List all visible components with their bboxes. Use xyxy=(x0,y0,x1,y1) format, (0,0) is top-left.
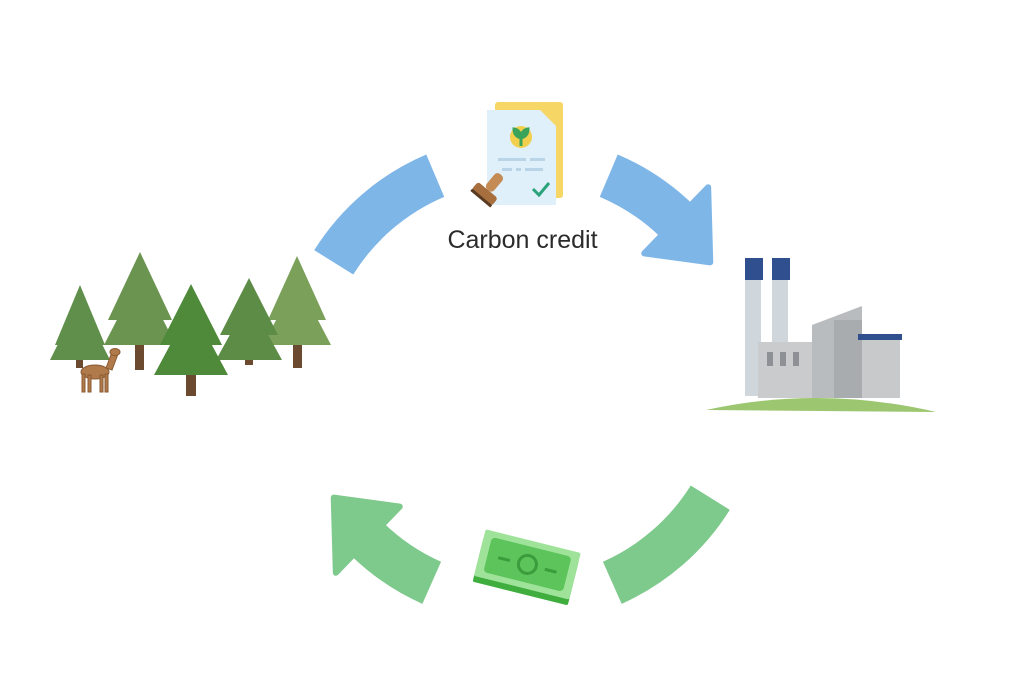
blue-flow-arc-left xyxy=(314,154,445,275)
green-flow-arc-left xyxy=(351,522,442,604)
green-flow-arc-right xyxy=(602,485,730,604)
money-stack-icon xyxy=(473,529,581,605)
carbon-credit-label: Carbon credit xyxy=(447,226,598,254)
blue-flow-arc-right xyxy=(599,154,693,238)
green-arrowhead xyxy=(330,494,403,576)
carbon-credit-certificate-icon xyxy=(470,102,563,208)
factory-icon xyxy=(706,258,936,412)
forest-with-deer-icon xyxy=(50,252,331,396)
blue-arrowhead xyxy=(641,184,714,266)
